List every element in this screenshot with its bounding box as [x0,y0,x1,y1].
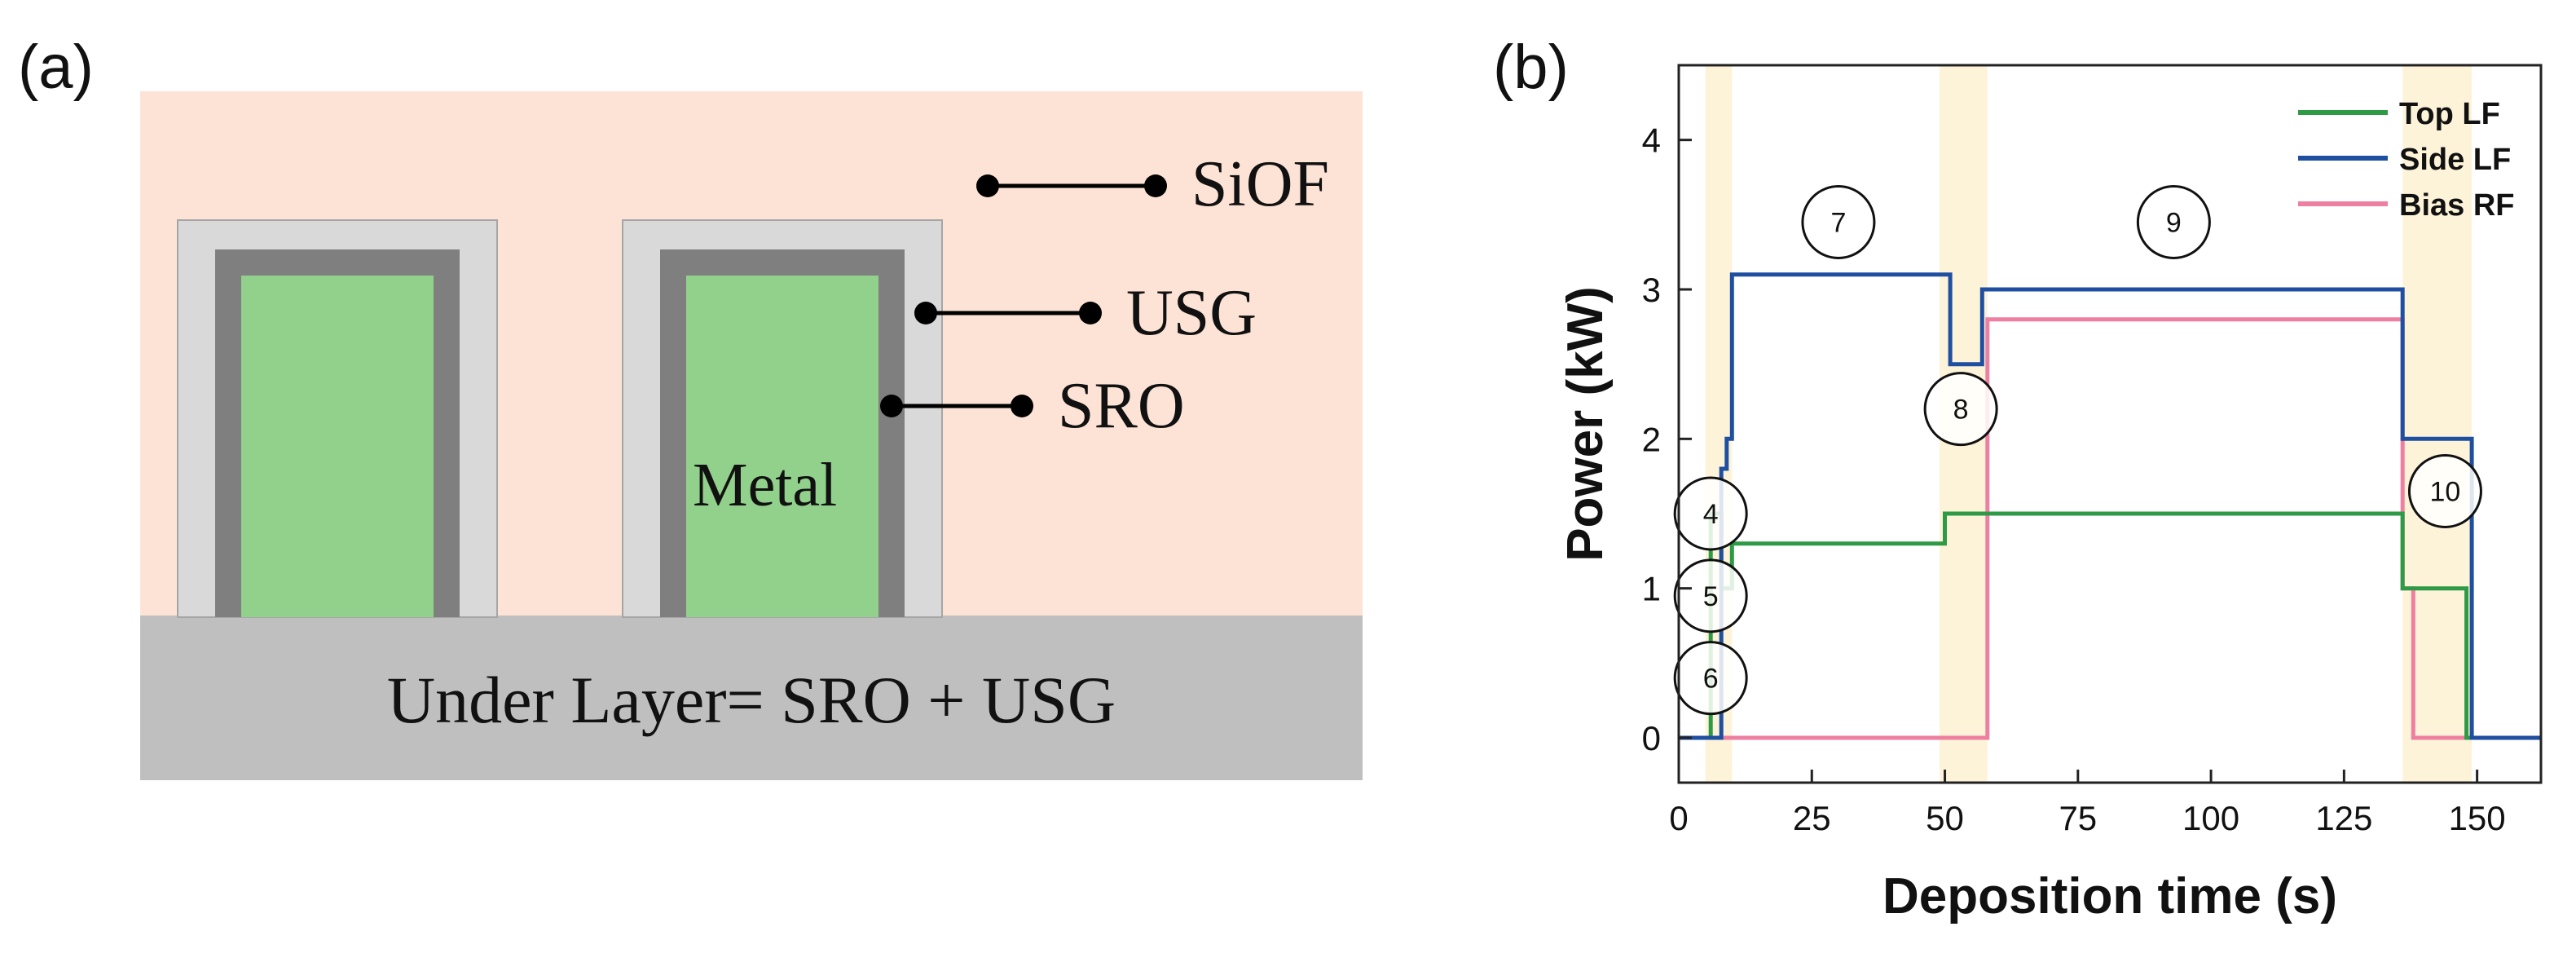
metal-stack-right [622,219,943,618]
plot-frame [1677,64,2543,784]
series-line-bias-rf [1679,317,2541,740]
y-axis: 0 1 2 3 4 [1642,121,1692,757]
step-marker-label: 10 [2430,477,2461,508]
panel-b: (b) 4 5 6 7 8 9 10 0 25 50 75 100 125 150 0 1 2 3 4 Depo… [1493,33,2543,924]
metal-label: Metal [693,451,837,519]
step-marker-label: 6 [1703,664,1719,695]
usg-leader [914,302,1102,324]
legend-label: Bias RF [2399,188,2514,223]
y-tick-label: 1 [1642,570,1661,608]
metal-line-right [686,276,878,617]
panel-b-label: (b) [1493,33,1569,102]
step-marker-circle [2136,185,2211,259]
x-tick-label: 0 [1669,799,1688,837]
under-layer-label: Under Layer= SRO + USG [387,663,1116,737]
sro-leader [880,395,1033,417]
step-marker-circle [1673,476,1748,551]
x-axis: 0 25 50 75 100 125 150 [1669,770,2506,837]
step-marker-circle [1673,641,1748,716]
legend: Top LF Side LF Bias RF [2298,97,2514,223]
x-tick-label: 25 [1793,799,1831,837]
step-marker-label: 9 [2166,208,2182,239]
highlight-bands [1705,65,2473,783]
metal-line-left [241,276,434,617]
y-tick-label: 3 [1642,271,1661,309]
x-tick-label: 75 [2059,799,2097,837]
y-tick-label: 0 [1642,719,1661,757]
sro-label: SRO [1058,370,1185,442]
metal-stack-left [177,219,498,618]
step-marker-label: 4 [1703,499,1719,530]
step-markers: 4 5 6 7 8 9 10 [1673,185,2482,716]
panel-a-label: (a) [18,33,94,102]
x-tick-label: 125 [2315,799,2372,837]
legend-label: Top LF [2399,97,2500,131]
step-marker-circle [1801,185,1876,259]
step-marker-circle [2407,454,2482,528]
y-tick-label: 2 [1642,420,1661,458]
x-tick-label: 150 [2449,799,2506,837]
siof-leader [976,174,1167,197]
usg-label: USG [1126,277,1257,349]
siof-label: SiOF [1191,148,1329,220]
y-axis-label: Power (kW) [1557,286,1614,562]
x-tick-label: 50 [1926,799,1964,837]
step-marker-label: 5 [1703,581,1719,612]
legend-label: Side LF [2399,143,2511,177]
y-tick-label: 4 [1642,121,1661,160]
step-marker-circle [1673,558,1748,633]
step-marker-circle [1923,372,1998,447]
step-marker-label: 8 [1953,395,1969,426]
x-axis-label: Deposition time (s) [1882,868,2337,924]
x-tick-label: 100 [2182,799,2239,837]
under-layer [140,616,1363,780]
step-marker-label: 7 [1830,208,1846,239]
panel-a: (a) Metal SiOF USG [18,33,1363,780]
series-line-side-lf [1679,272,2541,740]
